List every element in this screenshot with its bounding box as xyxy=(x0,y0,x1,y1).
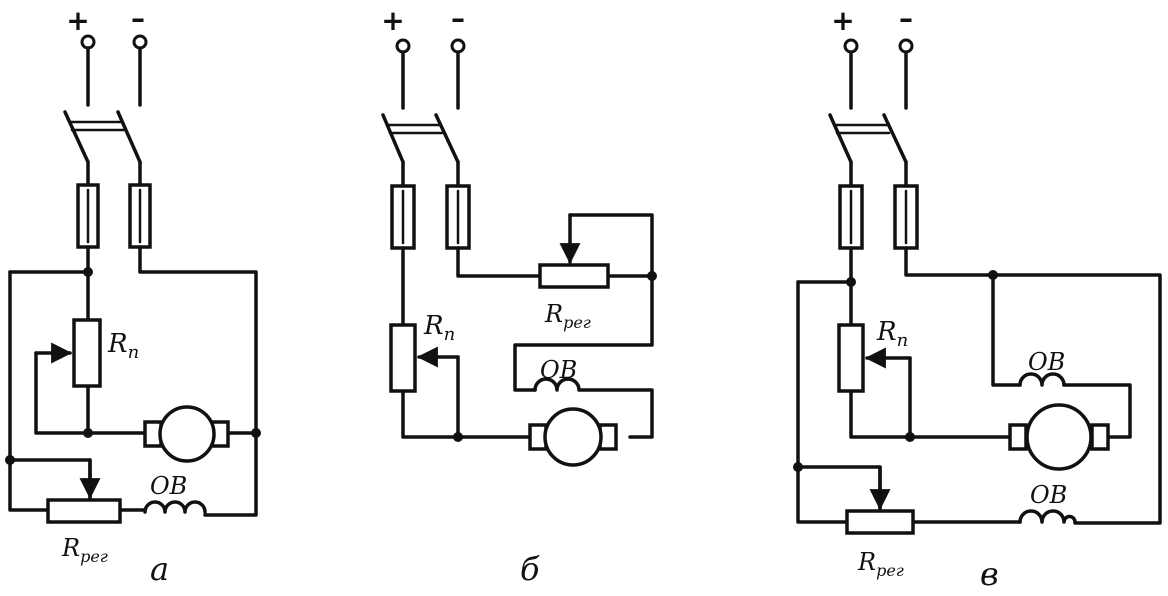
diagram-b: + – Rрег Rп ОВ xyxy=(381,2,657,588)
knife-switch xyxy=(63,46,142,187)
caption-a: а xyxy=(150,550,169,588)
rreg-label: Rрег xyxy=(61,534,108,566)
starting-rheostat xyxy=(837,323,865,393)
terminal-minus xyxy=(450,38,466,54)
wiring xyxy=(8,245,258,517)
terminal-plus xyxy=(395,38,411,54)
minus-sign: – xyxy=(451,2,465,35)
knife-switch xyxy=(828,50,908,188)
rp-label: Rп xyxy=(876,317,908,351)
field-rheostat xyxy=(538,263,610,289)
starting-rheostat xyxy=(72,318,102,388)
caption-b: б xyxy=(520,550,540,588)
rreg-label: Rрег xyxy=(857,548,904,580)
diagram-a: + – Rп xyxy=(5,2,261,588)
minus-sign: – xyxy=(899,2,913,35)
terminal-plus xyxy=(843,38,859,54)
field-winding-series xyxy=(1018,509,1077,524)
plus-sign: + xyxy=(66,4,89,37)
plus-sign: + xyxy=(381,4,404,37)
motor xyxy=(143,405,230,463)
field-winding xyxy=(533,377,581,392)
diagram-v: + – Rп ОВ xyxy=(793,2,1162,593)
terminal-minus xyxy=(132,34,148,50)
ov-label: ОВ xyxy=(540,356,577,384)
wiring xyxy=(401,213,654,439)
field-winding xyxy=(143,500,207,514)
ov-label: ОВ xyxy=(150,472,187,500)
minus-sign: – xyxy=(131,2,145,35)
knife-switch xyxy=(381,50,460,188)
rp-label: Rп xyxy=(423,311,455,345)
starting-rheostat xyxy=(389,323,417,393)
terminal-minus xyxy=(898,38,914,54)
motor xyxy=(528,407,618,467)
field-rheostat xyxy=(845,509,915,535)
field-rheostat xyxy=(46,498,122,524)
caption-v: в xyxy=(980,555,999,593)
plus-sign: + xyxy=(831,4,854,37)
rp-label: Rп xyxy=(107,329,139,363)
ov-label-2: ОВ xyxy=(1030,481,1067,509)
field-winding-shunt xyxy=(1018,372,1066,387)
ov-label-1: ОВ xyxy=(1028,348,1065,376)
rreg-label: Rрег xyxy=(544,300,591,332)
terminal-plus xyxy=(80,34,96,50)
motor xyxy=(1008,403,1110,471)
